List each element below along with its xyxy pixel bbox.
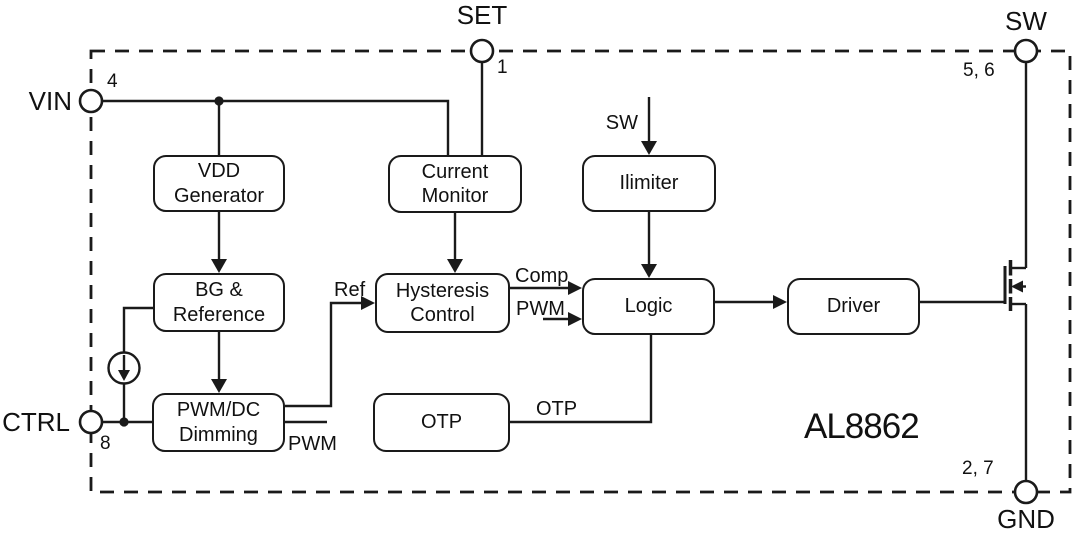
block-vdd-generator: VDD Generator xyxy=(153,155,285,212)
block-hysteresis-control: Hysteresis Control xyxy=(375,273,510,333)
mosfet-body-arrow xyxy=(1011,280,1023,293)
block-label: Driver xyxy=(826,295,881,318)
junction-dot-ctrl xyxy=(119,417,129,427)
signal-label-sw-internal: SW xyxy=(605,112,638,134)
block-ilimiter: Ilimiter xyxy=(582,155,716,212)
pin-label-set: SET xyxy=(456,0,508,30)
block-label: OTP xyxy=(420,411,463,434)
wire-monitor-to-hysteresis xyxy=(447,213,463,273)
wire-comp xyxy=(510,281,582,295)
wire-bg-to-dimming xyxy=(211,332,227,393)
block-otp: OTP xyxy=(373,393,510,452)
block-bg-reference: BG & Reference xyxy=(153,273,285,332)
pin-number-ctrl: 8 xyxy=(100,433,111,454)
wire-bg-current-source xyxy=(107,306,153,422)
pin-ctrl-terminal xyxy=(78,409,104,435)
signal-label-otp: OTP xyxy=(536,398,578,420)
block-label: BG & Reference xyxy=(172,279,266,326)
pin-label-sw: SW xyxy=(1005,6,1047,36)
chip-boundary xyxy=(89,49,1072,494)
pin-label-ctrl: CTRL xyxy=(2,407,70,437)
block-current-monitor: Current Monitor xyxy=(388,155,522,213)
signal-label-comp: Comp xyxy=(515,265,569,287)
block-label: Logic xyxy=(624,295,673,318)
pin-vin-terminal xyxy=(78,88,104,114)
pin-number-vin: 4 xyxy=(107,71,118,92)
pin-label-vin: VIN xyxy=(28,86,72,116)
wire-otp xyxy=(510,335,653,424)
block-label: Current Monitor xyxy=(421,160,489,207)
pin-number-gnd: 2, 7 xyxy=(962,458,994,479)
block-driver: Driver xyxy=(787,278,920,335)
wire-ref xyxy=(285,296,375,408)
wire-ctrl xyxy=(102,417,152,427)
wire-vdd-to-bg xyxy=(211,212,227,273)
wire-logic-to-driver xyxy=(715,295,787,309)
chip-part-number: AL8862 xyxy=(804,407,920,446)
wire-sw-to-ilimiter xyxy=(641,97,657,155)
block-label: VDD Generator xyxy=(173,160,265,207)
signal-label-ref: Ref xyxy=(334,279,366,301)
signal-label-pwm-from-dimming: PWM xyxy=(288,433,337,455)
block-label: Ilimiter xyxy=(619,172,679,195)
signal-label-pwm-to-logic: PWM xyxy=(516,298,565,320)
block-logic: Logic xyxy=(582,278,715,335)
wire-vin-rail xyxy=(102,96,450,155)
mosfet-symbol xyxy=(1003,62,1028,481)
current-source-icon xyxy=(107,351,141,385)
block-label: PWM/DC Dimming xyxy=(176,399,261,446)
pin-number-set: 1 xyxy=(497,57,508,78)
wire-ilimiter-to-logic xyxy=(641,212,657,278)
pin-label-gnd: GND xyxy=(997,504,1055,534)
wire-pwm-to-logic xyxy=(543,312,582,326)
pin-sw-terminal xyxy=(1013,38,1039,64)
block-pwm-dc-dimming: PWM/DC Dimming xyxy=(152,393,285,452)
block-label: Hysteresis Control xyxy=(395,279,490,326)
junction-dot-vin xyxy=(214,96,224,106)
pin-set-terminal xyxy=(469,38,495,64)
pin-gnd-terminal xyxy=(1013,479,1039,505)
pin-number-sw: 5, 6 xyxy=(963,60,995,81)
